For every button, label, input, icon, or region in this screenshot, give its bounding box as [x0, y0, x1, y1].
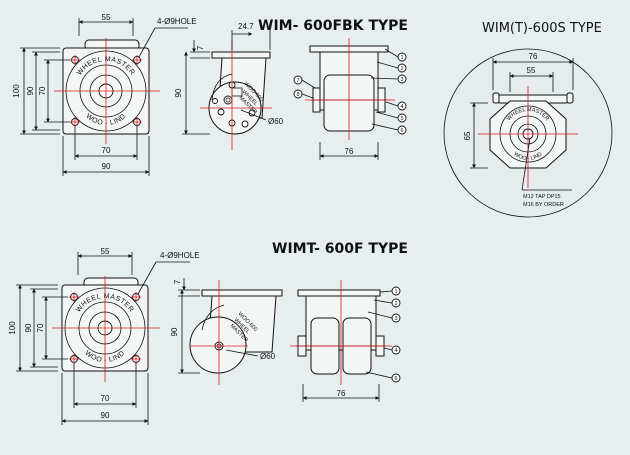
callout-1: 1 — [400, 55, 403, 61]
callout-4: 4 — [400, 104, 403, 110]
dim-100: 100 — [12, 84, 21, 98]
dim-90-600f-bottom: 90 — [101, 411, 110, 420]
dim-90-600f: 90 — [24, 323, 33, 332]
dim-76-600s: 76 — [529, 52, 538, 61]
dim-90-side: 90 — [174, 88, 183, 97]
dim-76-600f: 76 — [337, 389, 346, 398]
callout-2-600f: 2 — [394, 301, 397, 307]
callout-3: 3 — [400, 77, 403, 83]
note-tap: M12 TAP DP15 — [523, 194, 561, 200]
callout-1-600f: 1 — [394, 289, 397, 295]
callout-5: 5 — [400, 116, 403, 122]
plan-view-600fbk: WHEEL MASTER WOO - LIND 55 4-Ø9HOLE 100 … — [12, 13, 197, 176]
title-wim-600fbk: WIM- 600FBK TYPE — [258, 18, 408, 34]
dim-55-600s: 55 — [527, 66, 536, 75]
dim-70-600f-bottom: 70 — [101, 394, 110, 403]
dim-55-600f: 55 — [101, 247, 110, 256]
dim-100-600f: 100 — [8, 321, 17, 335]
side-view-600f: WOO-600 WHEEL MASTER 7 90 Ø60 — [170, 278, 283, 385]
dim-7-600f: 7 — [173, 279, 182, 284]
callout-8: 8 — [296, 92, 299, 98]
wheel-text-bottom-600s: WOO - LIND — [512, 151, 543, 162]
callout-6: 6 — [400, 128, 403, 134]
dim-70-bottom: 70 — [102, 146, 111, 155]
title-wimt-600f: WIMT- 600F TYPE — [272, 241, 408, 257]
dim-phi60-600f: Ø60 — [260, 352, 276, 361]
dim-76: 76 — [345, 147, 354, 156]
dim-7: 7 — [196, 45, 205, 50]
callout-2: 2 — [400, 66, 403, 72]
callout-3-600f: 3 — [394, 316, 397, 322]
front-view-600fbk: 76 1 2 3 4 5 6 7 8 — [293, 38, 407, 160]
dim-90-bottom: 90 — [102, 162, 111, 171]
note-order: M16 BY ORDER — [523, 202, 564, 208]
dim-65: 65 — [463, 131, 472, 140]
plan-view-600s: WHEEL MASTER WOO - LIND 76 55 65 M12 TAP… — [443, 48, 613, 218]
dim-90-side-600f: 90 — [170, 327, 179, 336]
dim-phi60: Ø60 — [268, 117, 284, 126]
dim-24-7: 24.7 — [238, 22, 254, 31]
front-view-600f: 76 1 2 3 4 6 — [290, 280, 401, 402]
plan-view-600f: WHEEL MASTER WOO - LIND 55 4-Ø9HOLE 100 … — [8, 247, 200, 425]
dim-70-600f: 70 — [36, 323, 45, 332]
callout-6-600f: 6 — [394, 376, 397, 382]
dim-55: 55 — [102, 13, 111, 22]
title-wim-t-600s: WIM(T)-600S TYPE — [482, 21, 602, 36]
callout-4-600f: 4 — [394, 348, 397, 354]
hole-label-600f: 4-Ø9HOLE — [160, 251, 200, 260]
side-view-600fbk: WOO-600 WHEEL MASTER 24.7 7 90 Ø60 — [174, 22, 284, 150]
callout-7: 7 — [296, 78, 299, 84]
dim-90: 90 — [26, 86, 35, 95]
hole-label: 4-Ø9HOLE — [157, 17, 197, 26]
dim-70: 70 — [38, 86, 47, 95]
